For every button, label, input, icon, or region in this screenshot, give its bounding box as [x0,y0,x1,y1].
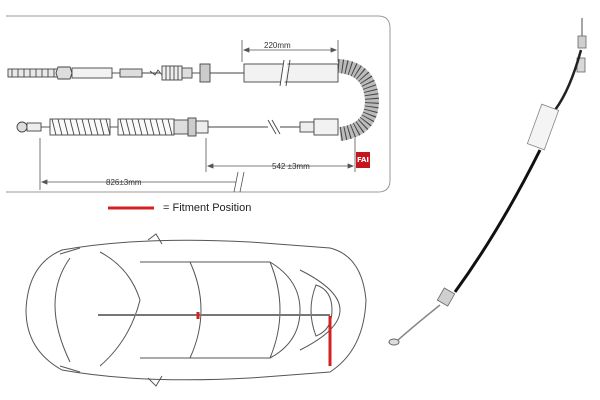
watermark [226,152,374,248]
dimension-826mm [39,138,245,193]
upper-cable-assembly [7,59,380,141]
lower-cable-assembly [16,117,339,137]
dimension-label-cable-end: 220mm [264,41,291,50]
dimension-220mm [241,40,339,62]
fitment-position-markers [196,312,332,366]
legend-label: = Fitment Position [163,202,252,214]
dimension-label-inner: 542 ±3mm [272,162,310,171]
cable-product-image [388,18,587,346]
drawing-frame [6,15,391,193]
car-top-view [25,233,367,387]
brand-logo: FAI [356,152,370,168]
dimension-label-overall: 826±3mm [106,178,142,187]
dimension-542mm [205,138,356,172]
